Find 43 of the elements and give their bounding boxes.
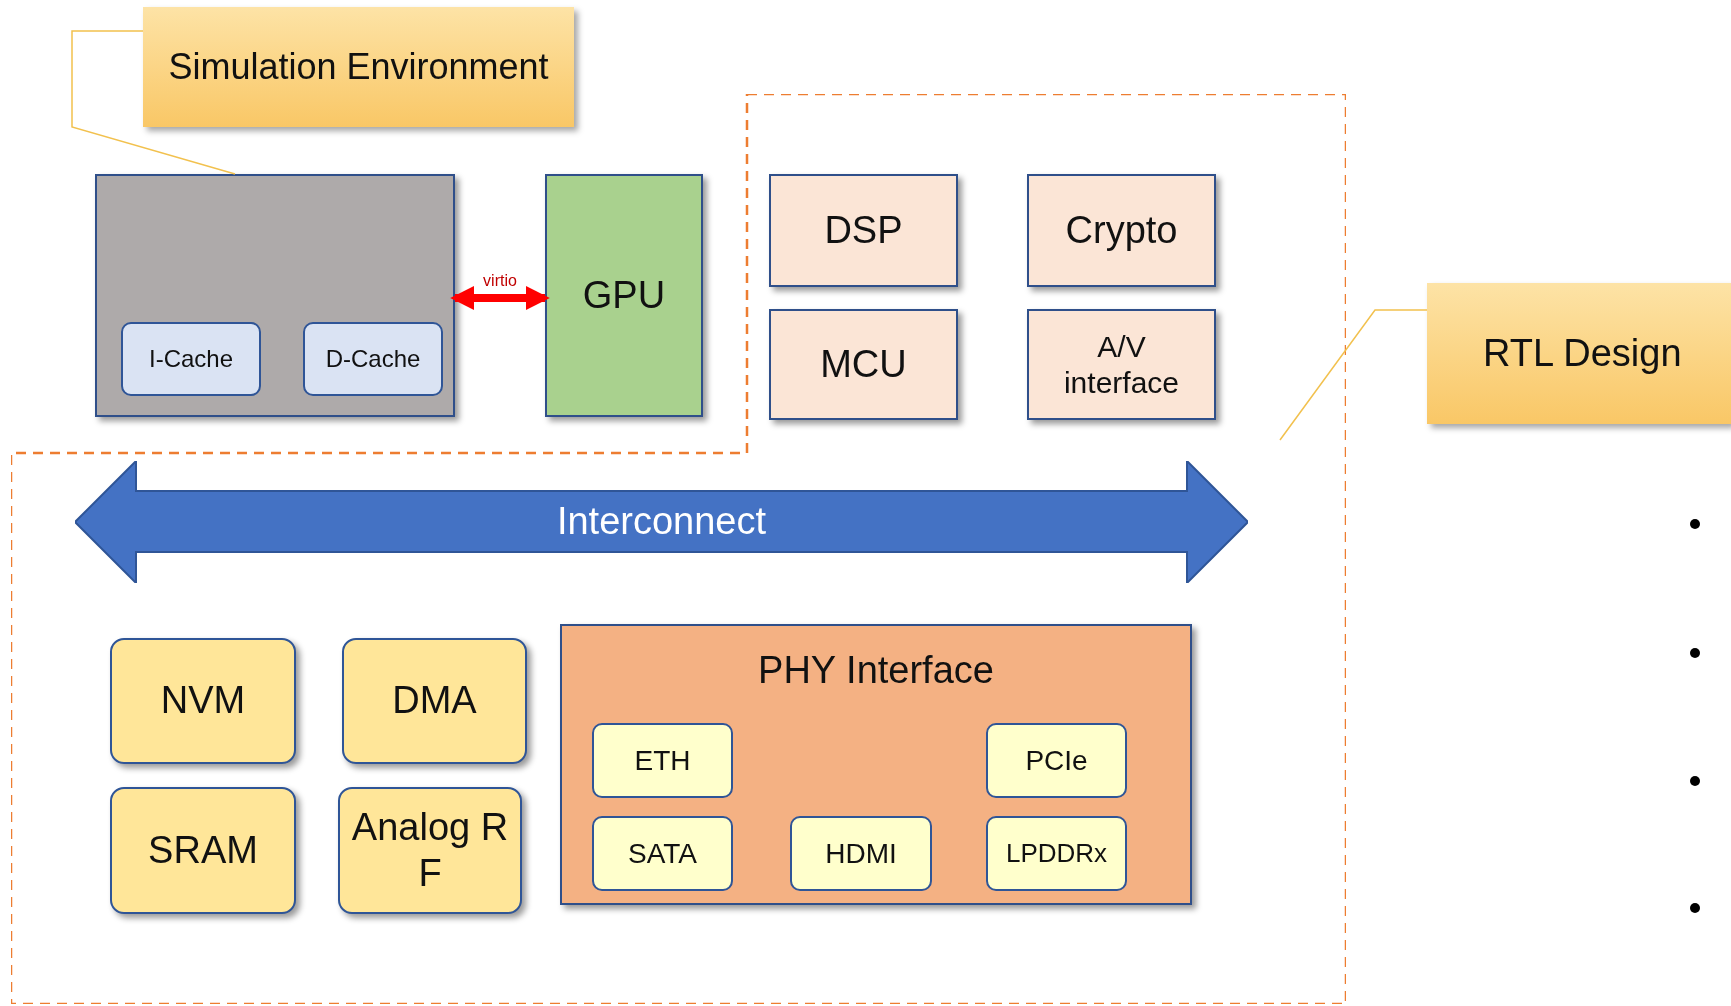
memory-block xyxy=(342,638,527,764)
bus-label: Interconnect xyxy=(556,499,767,545)
memory-block xyxy=(110,638,296,764)
block-label: SATA xyxy=(628,836,697,871)
block-label: NVM xyxy=(160,678,246,724)
cache-block xyxy=(121,322,261,396)
port-block xyxy=(592,723,733,798)
block-label: MCU xyxy=(820,341,907,387)
double-arrow xyxy=(450,286,550,310)
block-label: Analog RF xyxy=(350,804,510,896)
port-block xyxy=(986,816,1127,891)
block-label: D-Cache xyxy=(325,344,421,374)
ip-block xyxy=(1027,174,1216,287)
port-block xyxy=(986,723,1127,798)
ip-block xyxy=(769,174,958,287)
ip-block xyxy=(1027,309,1216,420)
callout-box xyxy=(143,7,574,127)
leader-line xyxy=(1279,309,1428,441)
gpu-block xyxy=(545,174,703,417)
callout-box xyxy=(1427,283,1731,424)
memory-block xyxy=(110,787,296,914)
block-label: SRAM xyxy=(148,827,258,873)
cache-block xyxy=(303,322,443,396)
block-label: DSP xyxy=(824,207,903,253)
block-label: Simulation Environment xyxy=(168,45,549,89)
block-label: I-Cache xyxy=(148,344,233,374)
leader-line xyxy=(71,30,236,175)
block-label: PCIe xyxy=(1025,743,1088,778)
block-label: HDMI xyxy=(825,836,897,871)
memory-block xyxy=(338,787,522,914)
interface-group xyxy=(560,624,1192,905)
block-label: PHY Interface xyxy=(758,648,994,693)
block-label: RTL Design xyxy=(1483,330,1682,376)
block-label: GPU xyxy=(582,272,666,318)
block-label: LPDDRx xyxy=(1005,837,1108,870)
block-label: A/V interface xyxy=(1062,328,1181,401)
cpu-block xyxy=(95,174,455,417)
block-label: ETH xyxy=(634,743,691,778)
ip-block xyxy=(769,309,958,420)
port-block xyxy=(790,816,932,891)
port-block xyxy=(592,816,733,891)
block-label: DMA xyxy=(392,678,477,724)
block-label: Crypto xyxy=(1065,207,1178,253)
